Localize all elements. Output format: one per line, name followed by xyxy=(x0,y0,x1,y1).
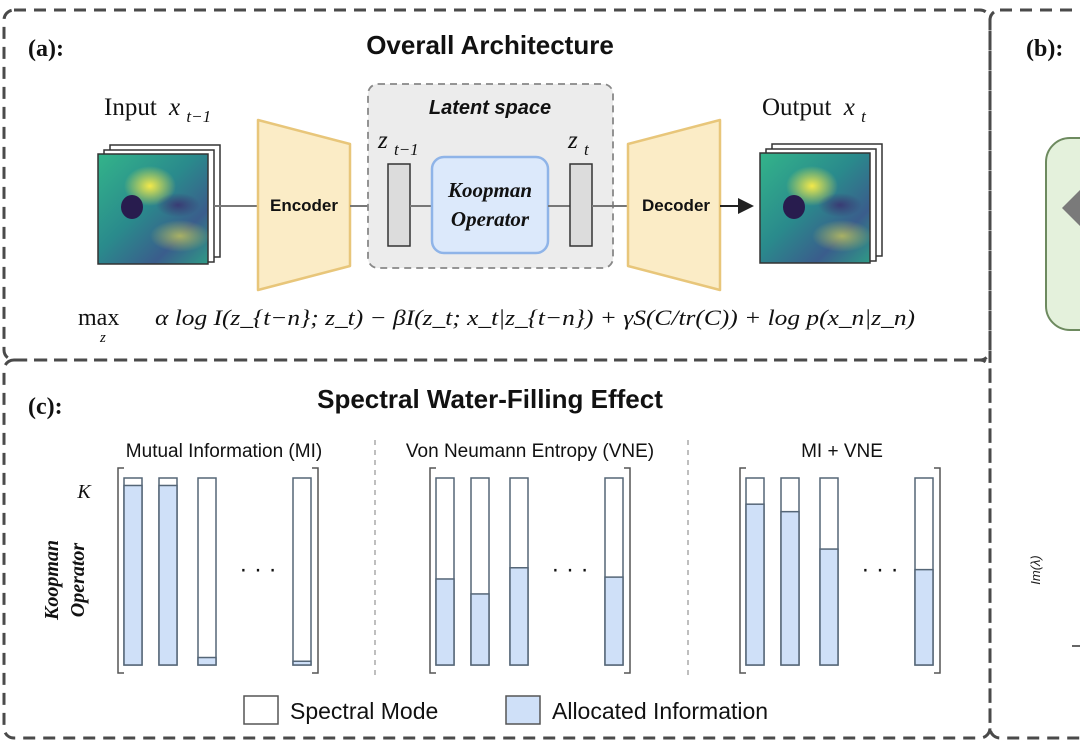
allocated-information-fill xyxy=(197,656,217,666)
allocated-information-fill xyxy=(819,548,839,666)
z-cur-vector xyxy=(569,163,593,247)
allocated-information-fill xyxy=(509,567,529,666)
group-bracket-2 xyxy=(429,467,631,674)
allocated-information-fill xyxy=(914,568,934,666)
panel-b-diamond-shape xyxy=(1062,190,1080,226)
ellipsis-3: · · · xyxy=(861,556,898,583)
allocated-information-fill xyxy=(123,484,143,666)
koopman-side-symbol: K xyxy=(76,481,92,503)
objective-body: α log I(z_{t−n}; z_t) − βI(z_t; x_t|z_{t… xyxy=(155,305,915,330)
decoder-label: Decoder xyxy=(642,196,710,215)
allocated-information-fill xyxy=(435,578,455,666)
ellipsis-2: · · · xyxy=(551,556,588,583)
group-title-1: Mutual Information (MI) xyxy=(126,441,322,462)
allocated-information-fill xyxy=(745,503,765,666)
legend-info-swatch xyxy=(505,695,541,725)
group-title-2: Von Neumann Entropy (VNE) xyxy=(406,441,654,462)
allocated-information-fill xyxy=(780,510,800,666)
legend-info-label: Allocated Information xyxy=(552,698,768,724)
group-bracket-3 xyxy=(739,467,941,674)
koopman-label-line2: Operator xyxy=(451,207,530,231)
panel-b-green-box xyxy=(1045,137,1080,331)
panel-b-tag: (b): xyxy=(1026,36,1063,62)
allocated-information-fill xyxy=(470,593,490,666)
input-field-image xyxy=(97,144,221,265)
output-label: Output x t xyxy=(762,94,867,126)
latent-space-title: Latent space xyxy=(429,97,551,119)
panel-c-frame xyxy=(2,358,992,740)
allocated-information-fill xyxy=(604,576,624,666)
objective-max: max xyxy=(78,305,119,331)
koopman-side-label-line1: Koopman xyxy=(41,540,63,621)
spectral-mode-bar xyxy=(197,477,217,666)
legend-mode-swatch xyxy=(243,695,279,725)
koopman-operator-box xyxy=(430,155,550,255)
panel-a-tag: (a): xyxy=(28,36,64,62)
panel-c-title: Spectral Water-Filling Effect xyxy=(317,384,663,414)
ellipsis-1: · · · xyxy=(239,556,276,583)
group-bracket-1 xyxy=(117,467,319,674)
spectral-bars-layer: Mutual Information (MI) · · · Von Neumann … xyxy=(117,441,941,674)
allocated-information-fill xyxy=(292,660,312,666)
panel-c-tag: (c): xyxy=(28,394,63,420)
encoder-block xyxy=(256,118,352,292)
koopman-label-line1: Koopman xyxy=(447,178,532,202)
z-cur-label: z t xyxy=(567,127,590,159)
panel-b-axis-label: Im(λ) xyxy=(1028,555,1043,585)
panel-a-title: Overall Architecture xyxy=(366,30,614,60)
group-title-3: MI + VNE xyxy=(801,441,883,462)
decoder-block xyxy=(626,118,722,292)
input-label: Input x t−1 xyxy=(104,94,211,126)
legend-mode-label: Spectral Mode xyxy=(290,698,438,724)
encoder-label: Encoder xyxy=(270,196,338,215)
z-prev-label: z t−1 xyxy=(377,127,419,159)
panel-b-frame xyxy=(988,8,1080,740)
output-field-image xyxy=(759,143,883,264)
allocated-information-fill xyxy=(158,484,178,666)
objective-max-sub: z xyxy=(99,330,106,346)
spectral-mode-bar xyxy=(292,477,312,666)
z-prev-vector xyxy=(387,163,411,247)
koopman-side-label-line2: Operator xyxy=(67,543,89,618)
